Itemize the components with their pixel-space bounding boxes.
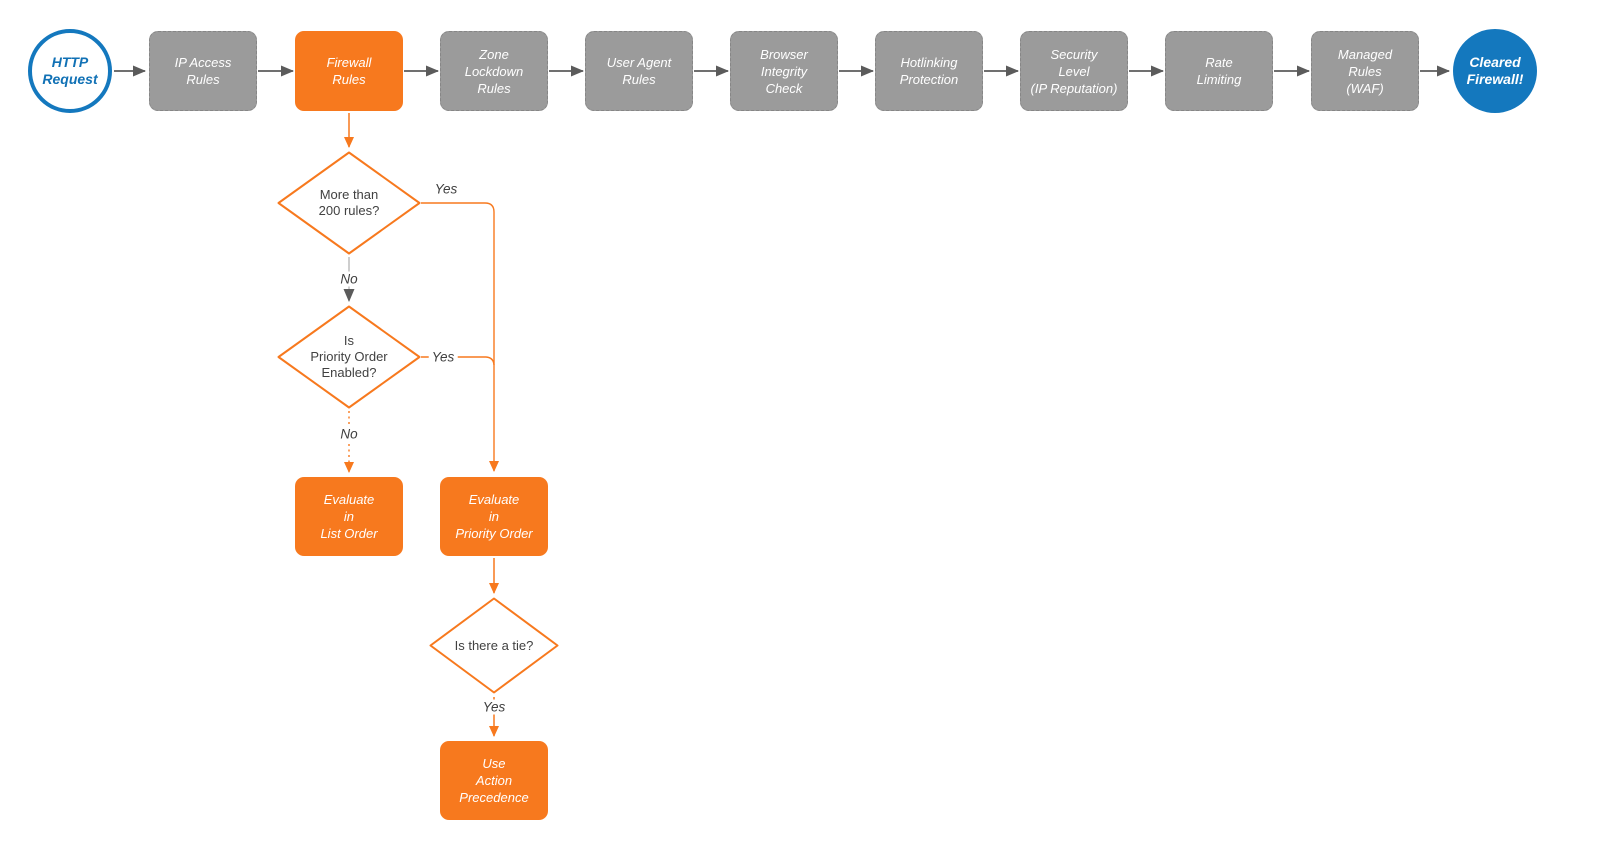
decision-diamond-shape [429,597,559,694]
action-label: Evaluate in Priority Order [455,492,533,541]
decision-diamond-shape [277,305,421,409]
stage-label: Zone Lockdown Rules [464,46,524,96]
start-node-label: HTTP Request [42,54,98,87]
edge-label-yes: Yes [431,181,461,197]
decision-priority-order-enabled: Is Priority Order Enabled? [277,305,421,409]
stage-label: Rate Limiting [1196,55,1242,87]
edge-label-no: No [337,426,361,442]
end-node-cleared-firewall: Cleared Firewall! [1453,29,1537,113]
decision-diamond-shape [277,151,421,255]
stage-zone-lockdown-rules: Zone Lockdown Rules [440,31,548,111]
stage-label: Firewall Rules [326,55,372,87]
action-label: Use Action Precedence [459,756,529,805]
stage-label: Security Level (IP Reputation) [1030,46,1118,96]
stage-user-agent-rules: User Agent Rules [585,31,693,111]
decision-is-there-a-tie: Is there a tie? [429,597,559,694]
edge-label-yes: Yes [479,699,509,715]
line-decision-priority-enabled-yes-merge [421,356,495,366]
stage-label: Hotlinking Protection [899,55,959,87]
stage-firewall-rules: Firewall Rules [295,31,403,111]
stage-browser-integrity-check: Browser Integrity Check [730,31,838,111]
decision-more-than-200-rules: More than 200 rules? [277,151,421,255]
stage-label: Managed Rules (WAF) [1337,46,1393,96]
action-use-action-precedence: Use Action Precedence [440,741,548,820]
action-label: Evaluate in List Order [320,492,378,541]
action-evaluate-in-priority-order: Evaluate in Priority Order [440,477,548,556]
stage-label: User Agent Rules [606,55,672,87]
stage-ip-access-rules: IP Access Rules [149,31,257,111]
stage-security-level-ip-reputation: Security Level (IP Reputation) [1020,31,1128,111]
decision-question: More than 200 rules? [318,187,380,218]
action-evaluate-in-list-order: Evaluate in List Order [295,477,403,556]
arrow-decision-200-rules-yes-to-priority-order [421,202,499,472]
stage-hotlinking-protection: Hotlinking Protection [875,31,983,111]
edge-label-no: No [337,271,361,287]
decision-question: Is Priority Order Enabled? [310,333,388,380]
end-node-label: Cleared Firewall! [1466,54,1524,87]
stage-managed-rules-waf: Managed Rules (WAF) [1311,31,1419,111]
edge-label-yes: Yes [428,349,458,365]
start-node-http-request: HTTP Request [28,29,112,113]
stage-rate-limiting: Rate Limiting [1165,31,1273,111]
stage-label: Browser Integrity Check [760,46,808,96]
decision-question: Is there a tie? [454,637,534,653]
stage-label: IP Access Rules [174,55,232,87]
